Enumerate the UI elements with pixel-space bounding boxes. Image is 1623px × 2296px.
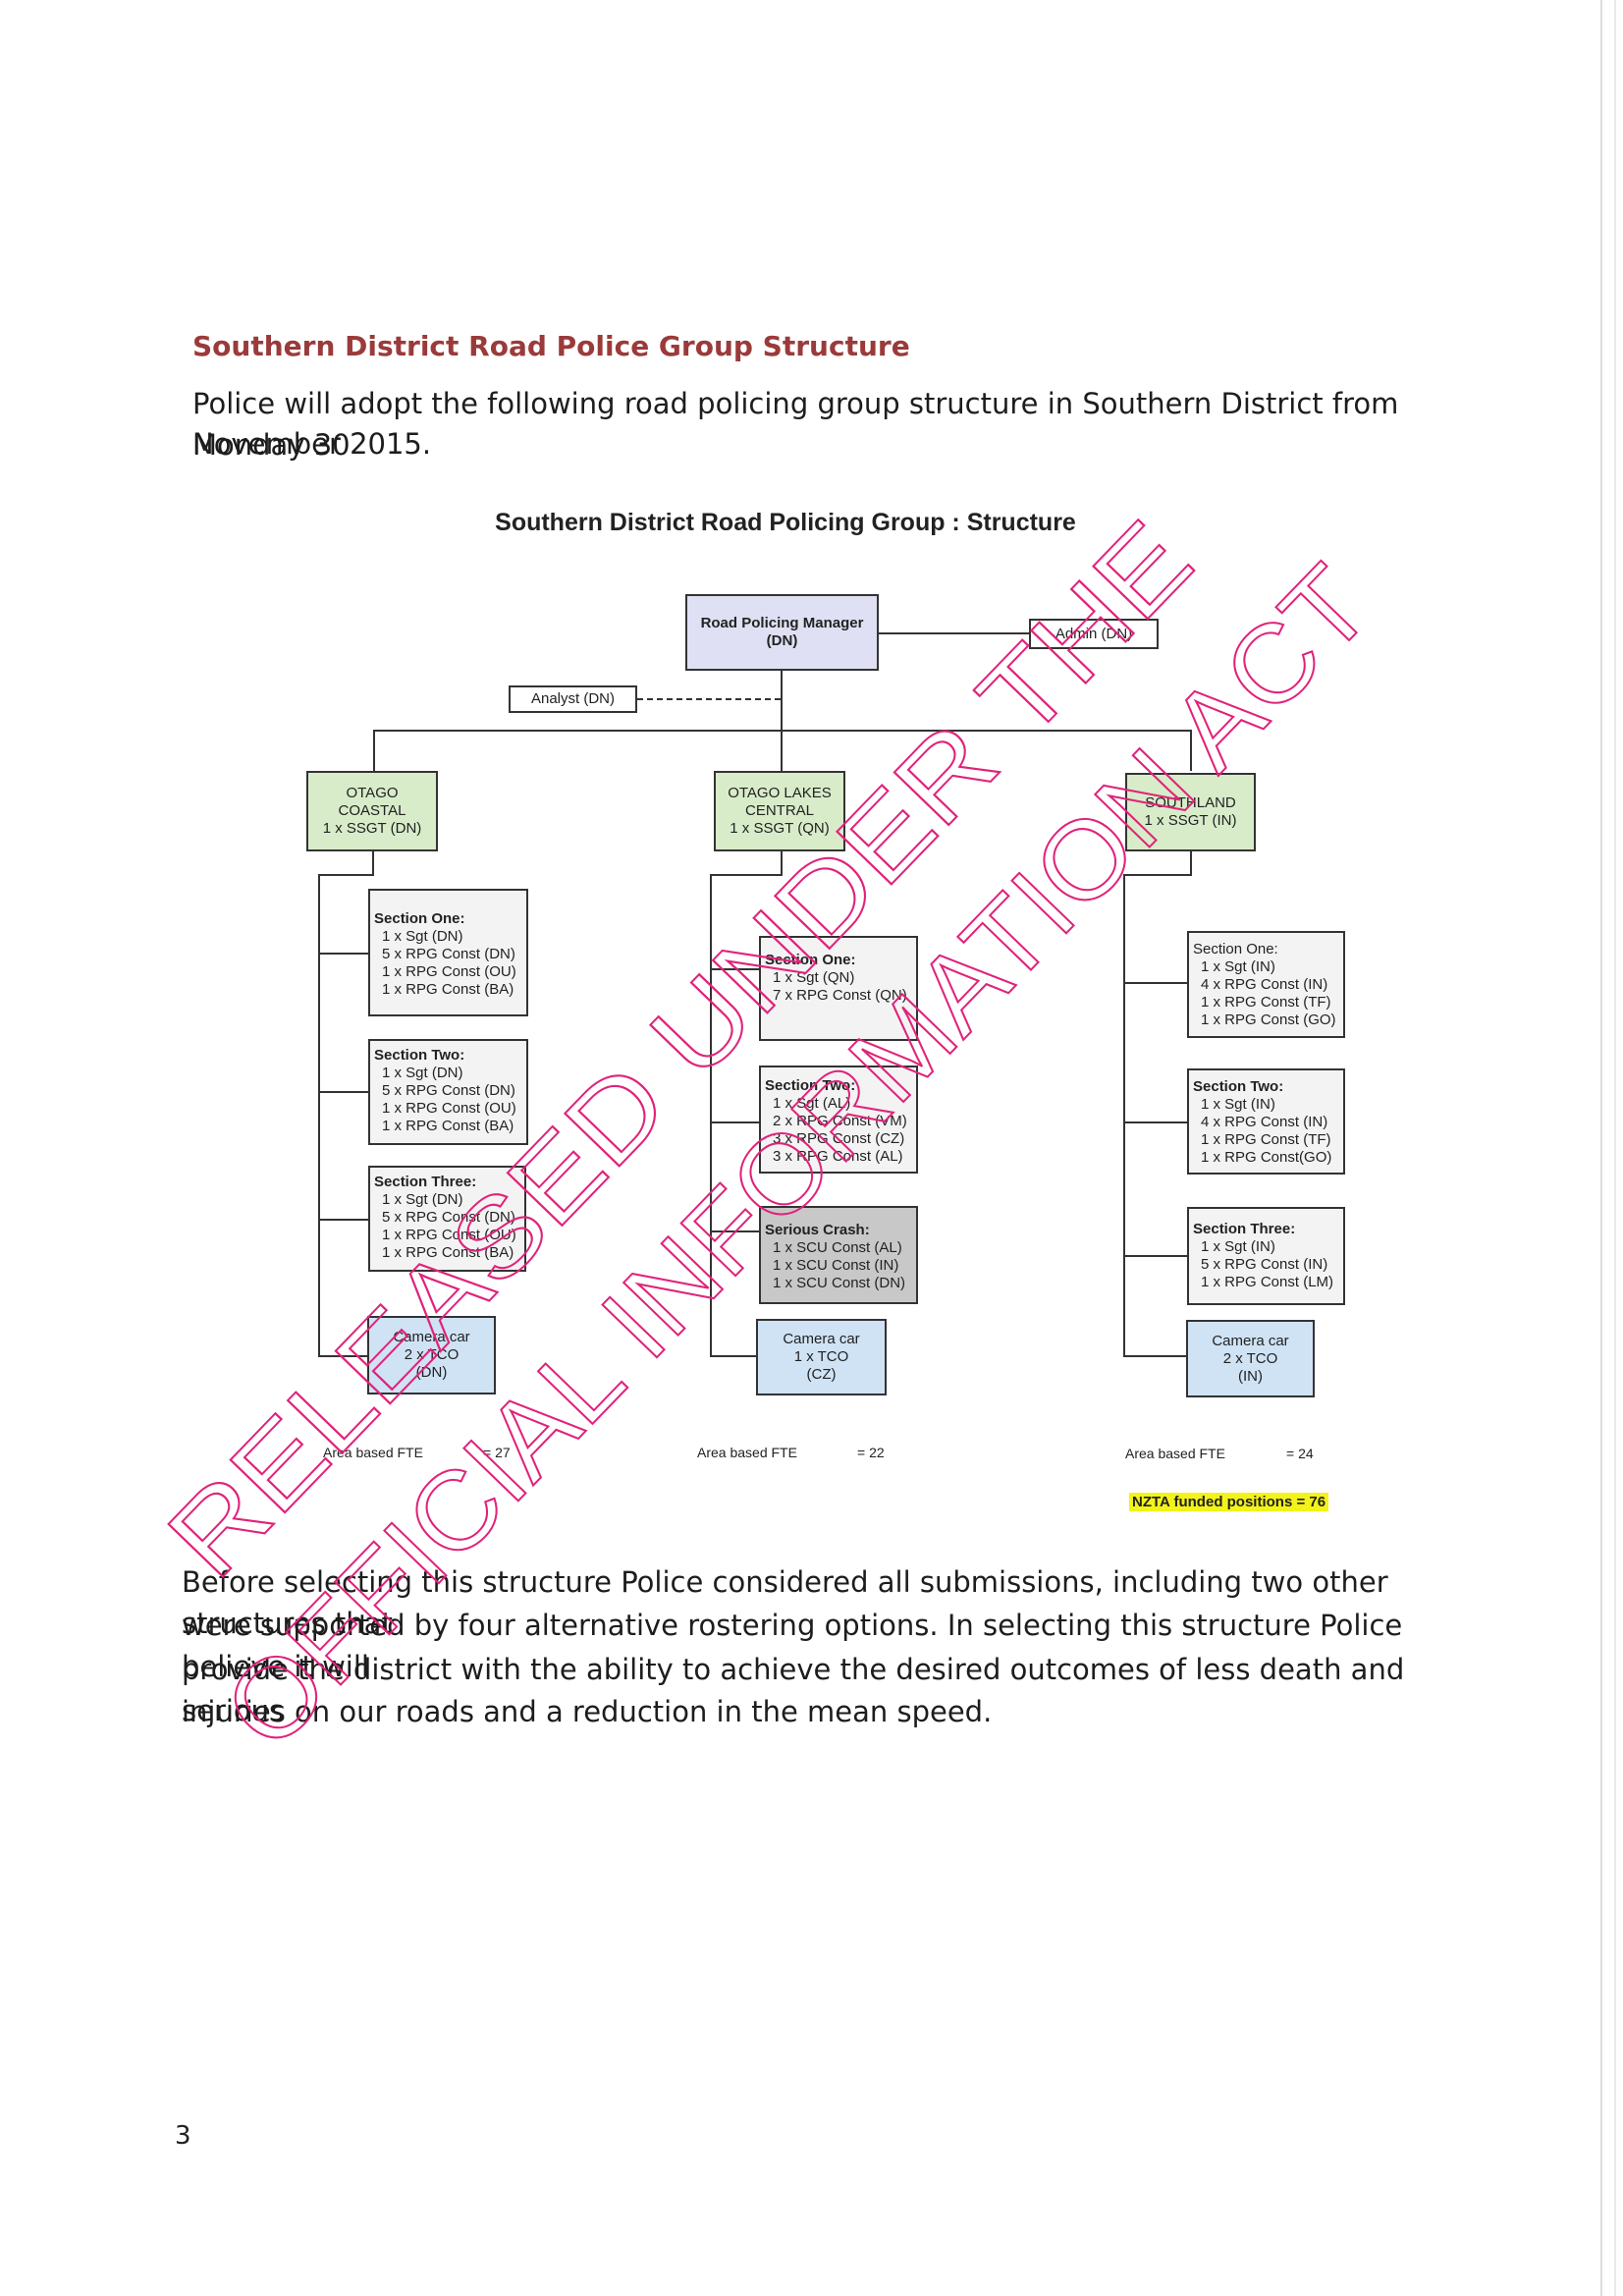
area-name: SOUTHLAND [1145, 794, 1236, 811]
nzta-funded-positions: NZTA funded positions = 76 [1129, 1493, 1329, 1511]
southland-camera-car: Camera car 2 x TCO (IN) [1186, 1320, 1315, 1397]
staff-line: 1 x RPG Const(GO) [1201, 1149, 1332, 1166]
body-line-3: provide the district with the ability to… [182, 1653, 1405, 1727]
staff-line: 1 x RPG Const (TF) [1201, 1131, 1331, 1148]
staff-line: 1 x SCU Const (IN) [773, 1257, 899, 1274]
camera-staff: 2 x TCO [404, 1346, 460, 1363]
staff-line: 1 x Sgt (IN) [1201, 1096, 1275, 1113]
area-southland: SOUTHLAND 1 x SSGT (IN) [1125, 773, 1256, 851]
section-title: Section One: [765, 952, 856, 968]
otago-lakes-camera-car: Camera car 1 x TCO (CZ) [756, 1319, 887, 1395]
camera-label: Camera car [783, 1331, 860, 1347]
otago-coastal-section-two: Section Two: 1 x Sgt (DN) 5 x RPG Const … [368, 1039, 528, 1145]
staff-line: 3 x RPG Const (AL) [773, 1148, 903, 1165]
camera-staff: 2 x TCO [1222, 1349, 1278, 1367]
watermark-line-1: RELEASED UNDER THE [144, 498, 1215, 1601]
section-title: Section Three: [1193, 1221, 1296, 1237]
fte-value: = 24 [1286, 1446, 1314, 1461]
staff-line: 1 x RPG Const (OU) [382, 963, 516, 980]
page-number: 3 [175, 2121, 191, 2151]
staff-line: 2 x RPG Const (VM) [773, 1113, 907, 1129]
staff-line: 5 x RPG Const (IN) [1201, 1256, 1328, 1273]
staff-line: 1 x SCU Const (AL) [773, 1239, 902, 1256]
staff-line: 1 x RPG Const (TF) [1201, 994, 1331, 1011]
camera-label: Camera car [1212, 1332, 1289, 1349]
section-title: Section Two: [1193, 1078, 1284, 1095]
camera-location: (DN) [415, 1364, 448, 1381]
section-title: Section Three: [374, 1174, 477, 1190]
section-title: Section One: [1193, 941, 1278, 957]
area-ssgt: 1 x SSGT (DN) [322, 820, 422, 837]
otago-lakes-serious-crash: Serious Crash: 1 x SCU Const (AL) 1 x SC… [759, 1206, 918, 1304]
analyst-box: Analyst (DN) [509, 685, 637, 713]
section-title: Section Two: [765, 1077, 856, 1094]
staff-line: 4 x RPG Const (IN) [1201, 1114, 1328, 1130]
area-name: CENTRAL [744, 802, 814, 819]
staff-line: 5 x RPG Const (DN) [382, 1209, 515, 1226]
staff-line: 1 x RPG Const (BA) [382, 981, 514, 998]
section-heading: Southern District Road Police Group Stru… [192, 330, 910, 362]
road-policing-manager-box: Road Policing Manager (DN) [685, 594, 879, 671]
otago-coastal-section-three: Section Three: 1 x Sgt (DN) 5 x RPG Cons… [368, 1166, 526, 1272]
otago-lakes-section-one: Section One: 1 x Sgt (QN) 7 x RPG Const … [759, 936, 918, 1041]
fte-label: Area based FTE [697, 1445, 797, 1460]
area-ssgt: 1 x SSGT (QN) [730, 820, 830, 837]
staff-line: 1 x Sgt (DN) [382, 928, 463, 945]
southland-section-three: Section Three: 1 x Sgt (IN) 5 x RPG Cons… [1187, 1207, 1345, 1305]
staff-line: 1 x Sgt (IN) [1201, 1238, 1275, 1255]
fte-value: = 27 [483, 1445, 511, 1460]
southland-section-one: Section One: 1 x Sgt (IN) 4 x RPG Const … [1187, 931, 1345, 1038]
staff-line: 1 x Sgt (DN) [382, 1191, 463, 1208]
manager-location: (DN) [766, 632, 798, 649]
staff-line: 1 x RPG Const (BA) [382, 1244, 514, 1261]
staff-line: 1 x RPG Const (GO) [1201, 1011, 1336, 1028]
staff-line: 1 x RPG Const (OU) [382, 1227, 516, 1243]
admin-box: Admin (DN) [1029, 619, 1159, 649]
area-ssgt: 1 x SSGT (IN) [1144, 812, 1237, 829]
section-title: Serious Crash: [765, 1222, 870, 1238]
section-title: Section Two: [374, 1047, 465, 1064]
intro-line-1: Police will adopt the following road pol… [192, 387, 1399, 462]
area-otago-coastal: OTAGO COASTAL 1 x SSGT (DN) [306, 771, 438, 851]
staff-line: 1 x Sgt (QN) [773, 969, 855, 986]
section-title: Section One: [374, 910, 465, 927]
staff-line: 4 x RPG Const (IN) [1201, 976, 1328, 993]
body-line-1: Before selecting this structure Police c… [182, 1565, 1388, 1640]
body-line-2: were supported by four alternative roste… [182, 1609, 1403, 1683]
intro-line-2: November 2015. [192, 427, 432, 461]
fte-value: = 22 [857, 1445, 885, 1460]
fte-label: Area based FTE [323, 1445, 423, 1460]
manager-title: Road Policing Manager [700, 615, 864, 631]
otago-coastal-camera-car: Camera car 2 x TCO (DN) [367, 1316, 496, 1394]
staff-line: 1 x Sgt (DN) [382, 1065, 463, 1081]
fte-label: Area based FTE [1125, 1446, 1225, 1461]
staff-line: 5 x RPG Const (DN) [382, 946, 515, 962]
camera-location: (CZ) [806, 1366, 837, 1383]
staff-line: 1 x RPG Const (BA) [382, 1118, 514, 1134]
camera-location: (IN) [1238, 1367, 1263, 1385]
staff-line: 1 x RPG Const (OU) [382, 1100, 516, 1117]
body-line-4: injuries on our roads and a reduction in… [182, 1695, 993, 1728]
staff-line: 1 x SCU Const (DN) [773, 1275, 906, 1291]
camera-staff: 1 x TCO [793, 1348, 849, 1365]
staff-line: 1 x Sgt (IN) [1201, 958, 1275, 975]
otago-lakes-section-two: Section Two: 1 x Sgt (AL) 2 x RPG Const … [759, 1066, 918, 1174]
area-name: OTAGO [346, 785, 399, 801]
area-name: OTAGO LAKES [728, 785, 832, 801]
staff-line: 1 x RPG Const (LM) [1201, 1274, 1334, 1290]
staff-line: 5 x RPG Const (DN) [382, 1082, 515, 1099]
staff-line: 7 x RPG Const (QN) [773, 987, 907, 1004]
otago-coastal-section-one: Section One: 1 x Sgt (DN) 5 x RPG Const … [368, 889, 528, 1016]
camera-label: Camera car [393, 1329, 470, 1345]
southland-section-two: Section Two: 1 x Sgt (IN) 4 x RPG Const … [1187, 1068, 1345, 1175]
chart-title: Southern District Road Policing Group : … [495, 509, 1076, 536]
area-name: COASTAL [338, 802, 406, 819]
staff-line: 3 x RPG Const (CZ) [773, 1130, 905, 1147]
staff-line: 1 x Sgt (AL) [773, 1095, 851, 1112]
area-otago-lakes-central: OTAGO LAKES CENTRAL 1 x SSGT (QN) [714, 771, 845, 851]
